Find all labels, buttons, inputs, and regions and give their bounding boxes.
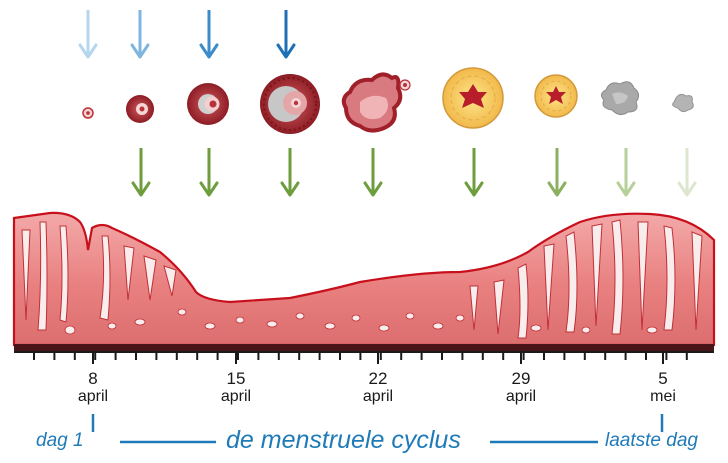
date-day: 5: [658, 369, 668, 388]
date-label-4: 29 april: [481, 370, 561, 406]
hormone-arrows: [78, 10, 296, 59]
date-month: april: [77, 388, 109, 405]
date-label-1: 8 april: [53, 370, 133, 406]
lining-body: [12, 211, 716, 347]
date-month: april: [220, 388, 252, 405]
cycle-title: de menstruele cyclus: [226, 426, 461, 454]
release-arrow-6: [547, 148, 567, 197]
date-day: 22: [368, 369, 388, 388]
release-arrow-4: [363, 148, 383, 197]
cycle-end-label: laatste dag: [605, 430, 698, 451]
release-arrow-3: [280, 148, 300, 197]
lining-base: [14, 344, 714, 352]
small-follicle-icon: [126, 95, 154, 123]
date-day: 15: [226, 369, 246, 388]
date-month: mei: [650, 388, 676, 405]
date-label-5: 5 mei: [623, 370, 703, 406]
follicle-row: [82, 67, 694, 134]
corpus-luteum-shrinking-icon: [534, 74, 578, 118]
hormone-arrow-3: [199, 10, 219, 59]
release-arrow-8: [677, 148, 697, 197]
corpus-albicans-icon: [600, 81, 640, 116]
date-day: 8: [88, 369, 98, 388]
cycle-bar: [91, 414, 664, 444]
corpus-albicans-small-icon: [672, 93, 694, 113]
date-day: 29: [511, 369, 531, 388]
release-arrow-7: [616, 148, 636, 197]
release-arrow-1: [131, 148, 151, 197]
uterine-lining: [12, 211, 716, 352]
release-arrows: [131, 148, 697, 197]
tiny-follicle-icon: [82, 107, 94, 119]
timeline-axis: [14, 351, 714, 364]
ovulation-icon: [341, 72, 411, 133]
hormone-arrow-2: [130, 10, 150, 59]
release-arrow-5: [464, 148, 484, 197]
lining-glands: [21, 219, 703, 339]
date-month: april: [505, 388, 537, 405]
release-arrow-2: [199, 148, 219, 197]
hormone-arrow-1: [78, 10, 98, 59]
growing-follicle-icon: [187, 83, 229, 125]
hormone-arrow-4: [276, 10, 296, 59]
timeline-ticks: [33, 352, 688, 364]
date-month: april: [362, 388, 394, 405]
mature-follicle-icon: [260, 74, 320, 134]
cycle-start-label: dag 1: [36, 430, 84, 451]
date-label-3: 22 april: [338, 370, 418, 406]
corpus-luteum-icon: [442, 67, 504, 129]
lining-cells: [64, 308, 658, 335]
date-label-2: 15 april: [196, 370, 276, 406]
